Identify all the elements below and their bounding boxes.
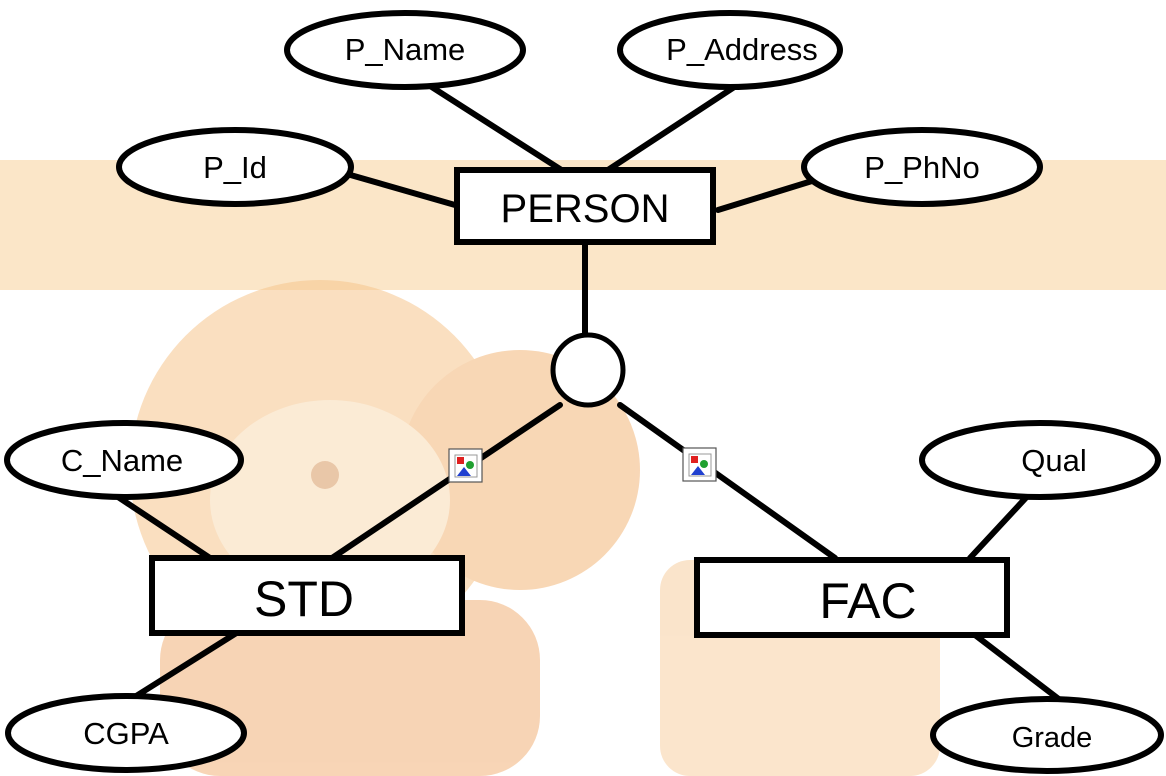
attribute-label: P_Name xyxy=(345,32,466,67)
entity-fac: FAC xyxy=(694,557,1010,638)
attribute-label: C_Name xyxy=(61,443,183,478)
background-mascot xyxy=(130,280,940,776)
line-fac-grade xyxy=(972,632,1063,703)
connector-lines xyxy=(109,65,1063,706)
attribute-qual: Qual xyxy=(919,420,1161,500)
attribute-cgpa: CGPA xyxy=(5,693,247,773)
attribute-label: Grade xyxy=(1012,722,1093,754)
line-std-cgpa xyxy=(122,629,241,706)
entity-label: FAC xyxy=(819,573,916,629)
specialization-circle xyxy=(550,332,626,408)
attribute-label: Qual xyxy=(1021,443,1086,478)
broken-image-icon-right xyxy=(682,447,717,482)
attribute-label: P_Address xyxy=(666,32,818,67)
entity-label: STD xyxy=(254,571,354,627)
line-pphno-person xyxy=(715,174,828,213)
entity-label: PERSON xyxy=(501,187,670,231)
line-circle-std xyxy=(329,402,563,561)
attribute-p-phno: P_PhNo xyxy=(801,127,1043,207)
attribute-grade: Grade xyxy=(930,696,1164,774)
attribute-p-address: P_Address xyxy=(617,10,843,90)
entity-std: STD xyxy=(149,555,465,636)
entity-person: PERSON xyxy=(454,167,716,245)
attribute-p-name: P_Name xyxy=(284,10,526,90)
attribute-c-name: C_Name xyxy=(4,420,244,500)
broken-image-icon-left xyxy=(448,448,483,483)
line-cname-std xyxy=(109,490,213,561)
line-pid-person xyxy=(337,169,458,208)
line-circle-fac xyxy=(617,402,838,561)
attribute-label: P_PhNo xyxy=(864,150,979,185)
attribute-label: P_Id xyxy=(203,150,267,185)
attribute-p-id: P_Id xyxy=(116,127,354,207)
attribute-label: CGPA xyxy=(83,716,169,751)
